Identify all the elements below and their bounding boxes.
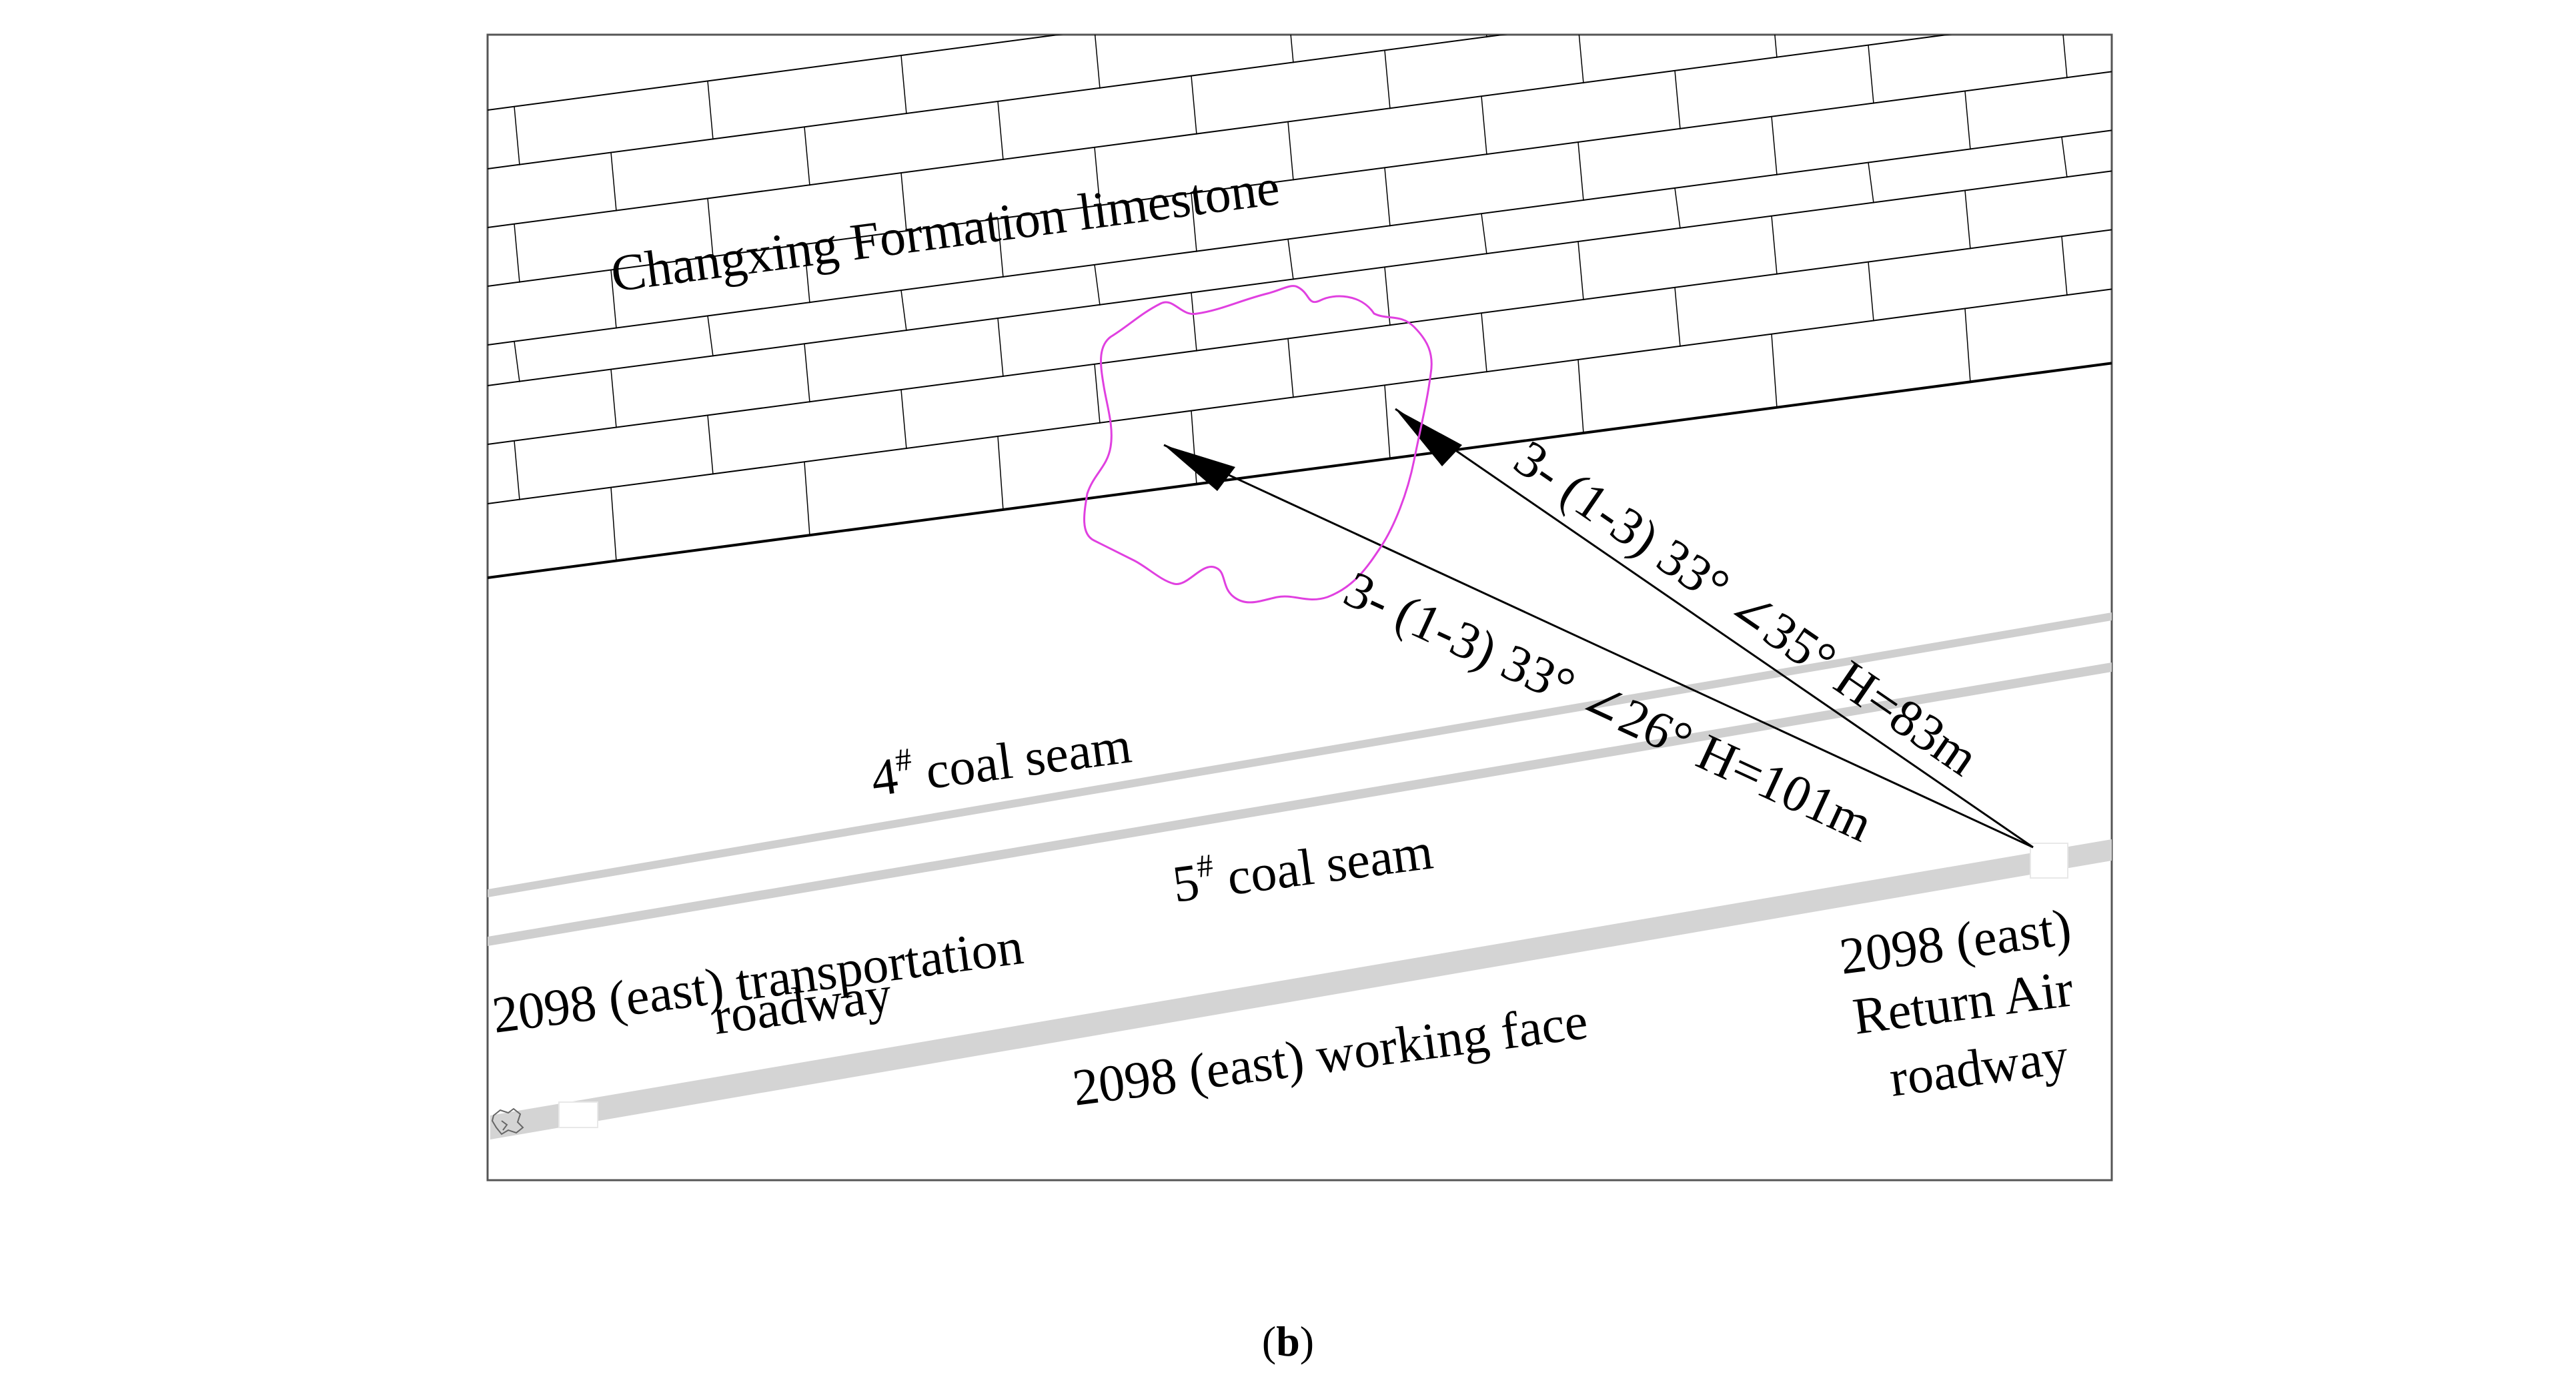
limestone-brick-joint [1290, 35, 1294, 63]
limestone-brick-joint [900, 390, 907, 450]
limestone-bedding-line [488, 129, 2112, 346]
limestone-brick-joint [900, 173, 907, 232]
anomaly-outline [1083, 285, 1433, 604]
limestone-brick-joint [2061, 137, 2068, 178]
limestone-brick-joint [707, 415, 714, 475]
limestone-brick-joint [1577, 141, 1584, 201]
limestone-brick-joint [900, 290, 907, 332]
limestone-brick-joint [1774, 35, 1778, 58]
limestone-brick-joint [1964, 190, 1971, 250]
limestone-brick-joint [1191, 75, 1197, 135]
limestone-brick-joint [1577, 359, 1584, 434]
limestone-brick-joint [1094, 147, 1101, 206]
limestone-brick-joint [1287, 338, 1294, 398]
limestone-brick-joint [1965, 0, 1970, 32]
limestone-brick-joint [1094, 364, 1101, 424]
limestone-bedding-line [488, 35, 1064, 111]
limestone-brick-joint [1868, 162, 1874, 203]
limestone-brick-joint [1384, 385, 1391, 460]
limestone-brick-joint [997, 436, 1004, 510]
borehole-line-b [1395, 408, 2034, 849]
borehole-line-a [1163, 444, 2034, 849]
limestone-brick-joint [1191, 193, 1197, 252]
rubble-symbol [491, 1107, 524, 1135]
transport-roadway-box [558, 1101, 598, 1128]
limestone-brick-joint [1964, 91, 1971, 150]
limestone-brick-joint [1674, 187, 1681, 229]
limestone-brick-joint [1481, 213, 1487, 255]
limestone-brick-joint [1384, 50, 1391, 109]
limestone-brick-joint [707, 81, 714, 140]
limestone-brick-joint [1384, 267, 1391, 326]
return-roadway-box [2030, 843, 2068, 879]
limestone-brick-joint [514, 223, 520, 283]
limestone-brick-joint [804, 244, 810, 304]
limestone-brick-joint [997, 101, 1004, 161]
limestone-brick-joint [2061, 236, 2068, 296]
limestone-brick-joint [804, 127, 810, 186]
limestone-brick-joint [997, 318, 1004, 378]
limestone-brick-joint [1287, 239, 1294, 280]
limestone-brick-joint [997, 218, 1004, 278]
limestone-brick-joint [707, 198, 714, 258]
limestone-brick-joint [610, 270, 617, 329]
limestone-brick-joint [1094, 264, 1101, 306]
working-face-band [490, 839, 2112, 1139]
limestone-brick-joint [1094, 35, 1101, 89]
borehole-arrowhead-b [1395, 409, 1462, 466]
limestone-brick-joint [610, 152, 617, 211]
limestone-brick-joint [1868, 262, 1874, 322]
limestone-brick-joint [1674, 70, 1681, 129]
limestone-brick-joint [1287, 121, 1294, 181]
limestone-bedding-line [488, 35, 1952, 228]
limestone-bedding-line [488, 229, 2112, 445]
limestone-brick-joint [1577, 241, 1584, 301]
limestone-brick-joint [1868, 45, 1874, 104]
limestone-brick-joint [1481, 313, 1487, 373]
limestone-bedding-line [488, 71, 2112, 287]
limestone-bedding-line [488, 35, 1508, 169]
limestone-brick-joint [1675, 0, 1680, 12]
limestone-bedding-line [488, 288, 2112, 504]
limestone-brick-joint [514, 440, 520, 500]
limestone-brick-joint [1481, 96, 1487, 155]
limestone-brick-joint [804, 344, 810, 403]
limestone-brick-joint [1191, 410, 1197, 485]
limestone-brick-joint [804, 462, 810, 536]
limestone-bedding-line [488, 362, 2112, 579]
limestone-brick-joint [1964, 308, 1971, 383]
borehole-arrowhead-a [1164, 445, 1235, 491]
figure-caption: (b) [1262, 1318, 1314, 1365]
limestone-brick-joint [900, 55, 907, 115]
limestone-brick-joint [1578, 35, 1584, 84]
limestone-brick-joint [1384, 167, 1391, 227]
limestone-brick-joint [514, 106, 520, 165]
limestone-brick-joint [1771, 116, 1778, 175]
limestone-bedding-line [488, 170, 2112, 386]
limestone-brick-joint [610, 487, 617, 562]
limestone-brick-joint [1191, 292, 1197, 352]
coal-seam-4-band [488, 612, 2112, 897]
limestone-brick-joint [610, 369, 617, 428]
limestone-brick-joint [1771, 334, 1778, 408]
limestone-brick-joint [1674, 287, 1681, 347]
limestone-brick-joint [1771, 215, 1778, 275]
coal-seam-5-band [488, 662, 2112, 946]
limestone-brick-joint [2062, 35, 2068, 79]
limestone-brick-pattern [488, 0, 2112, 579]
limestone-brick-joint [1485, 35, 1487, 38]
limestone-brick-joint [707, 316, 714, 357]
limestone-brick-joint [514, 341, 520, 382]
